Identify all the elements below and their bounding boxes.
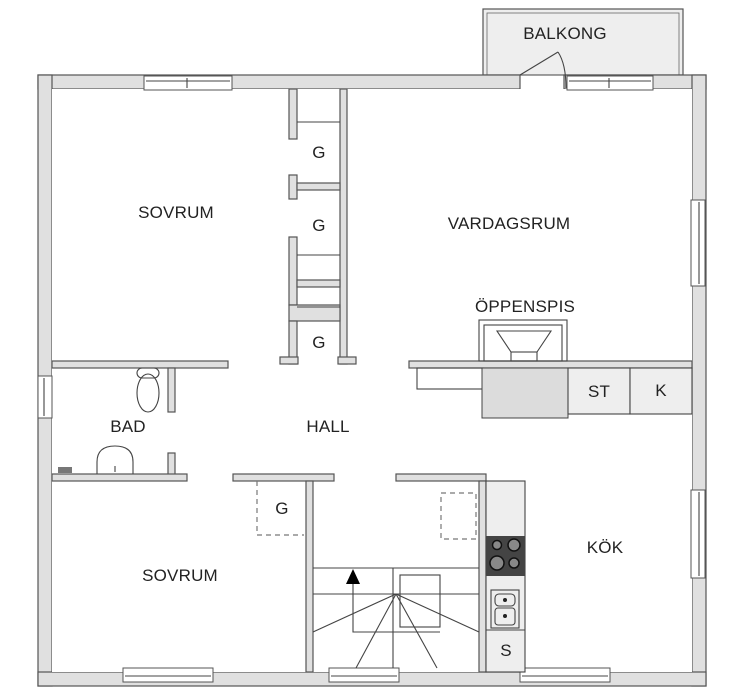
room-label-fireplace: ÖPPENSPIS	[474, 297, 576, 316]
cabinet-label-stove: ST	[587, 382, 611, 401]
dashed-closets	[256, 481, 477, 540]
room-label-living-room: VARDAGSRUM	[447, 214, 571, 233]
room-label-kitchen: KÖK	[586, 538, 624, 557]
room-label-bedroom-bottom: SOVRUM	[142, 566, 218, 585]
room-label-hall: HALL	[306, 417, 350, 436]
appliance-label-dishwasher: S	[500, 641, 512, 660]
bathroom-fixtures	[58, 367, 160, 474]
kitchen-top-cabinets	[567, 367, 693, 415]
room-label-balcony: BALKONG	[523, 24, 607, 43]
interior-walls	[51, 360, 693, 673]
staircase	[312, 567, 480, 669]
closet-label-3: G	[312, 333, 326, 352]
closet-label-1: G	[312, 143, 326, 162]
room-label-bathroom: BAD	[110, 417, 146, 436]
room-label-bedroom-top: SOVRUM	[138, 203, 214, 222]
closet-label-2: G	[312, 216, 326, 235]
closet-label-4: G	[275, 499, 289, 518]
fireplace	[478, 319, 569, 419]
windows	[37, 75, 706, 683]
wardrobe-column	[279, 88, 357, 365]
balcony	[482, 8, 684, 76]
balcony-door	[519, 51, 567, 89]
cabinet-label-fridge: K	[655, 381, 667, 400]
kitchen-counter	[485, 480, 526, 673]
